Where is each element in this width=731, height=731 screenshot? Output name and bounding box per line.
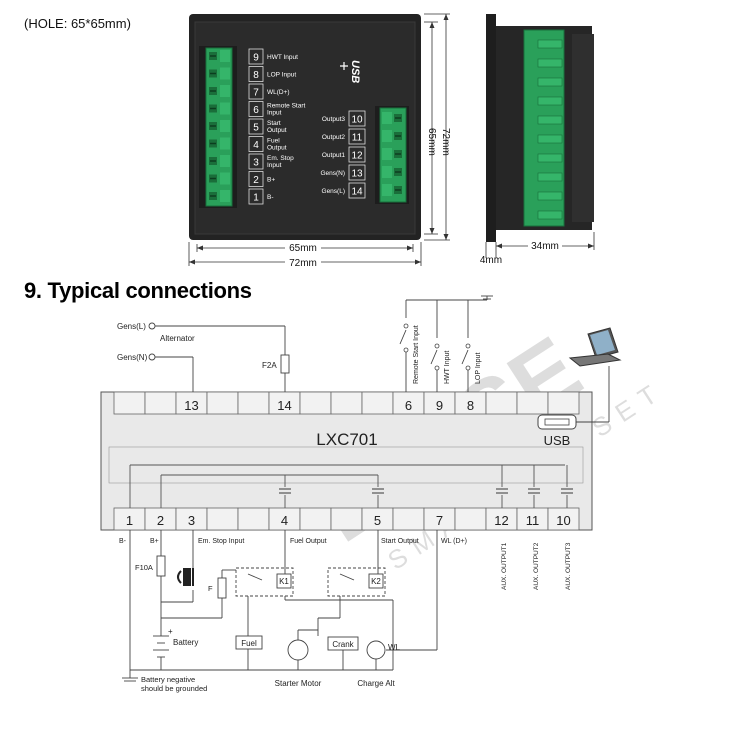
bottom-terminal-7: 7 <box>436 513 443 528</box>
top-terminal-14: 14 <box>277 398 291 413</box>
bottom-terminal-10: 10 <box>556 513 570 528</box>
dim-width-inner: 65mm <box>289 243 317 254</box>
front-terminal-10-label: Output3 <box>322 116 346 123</box>
dim-height-outer: 72mm <box>440 128 451 156</box>
starter-motor-label: Starter Motor <box>275 679 322 688</box>
aux-output2-label: AUX. OUTPUT2 <box>533 542 540 590</box>
fuse-f2a-label: F2A <box>262 361 277 370</box>
front-terminal-14-label: Gens(L) <box>322 188 345 195</box>
bottom-terminal-1: 1 <box>126 513 133 528</box>
front-terminal-5-number: 5 <box>253 123 259 134</box>
front-terminal-8-label: LOP Input <box>267 72 296 79</box>
top-terminal-6: 6 <box>405 398 412 413</box>
alternator-label: Alternator <box>160 334 195 343</box>
svg-text:+: + <box>168 627 173 636</box>
bottom-terminal-3: 3 <box>188 513 195 528</box>
bottom-terminal-11: 11 <box>526 513 540 528</box>
aux-output1-label: AUX. OUTPUT1 <box>501 542 508 590</box>
front-terminal-7-number: 7 <box>253 88 259 99</box>
laptop-icon <box>568 327 622 367</box>
front-terminal-14-number: 14 <box>351 187 363 198</box>
fuel-output-label: Fuel Output <box>290 538 327 545</box>
gens-n-label: Gens(N) <box>117 353 148 362</box>
front-terminal-13-number: 13 <box>351 169 363 180</box>
b-minus-label: B- <box>119 538 127 545</box>
dim-width-outer: 72mm <box>289 258 317 269</box>
front-terminal-10-number: 10 <box>351 115 363 126</box>
gens-l-label: Gens(L) <box>117 322 146 331</box>
bottom-terminal-5: 5 <box>374 513 381 528</box>
front-terminal-1-number: 1 <box>253 193 259 204</box>
bottom-terminal-12: 12 <box>494 513 508 528</box>
wl-lamp-label: WL <box>388 643 401 652</box>
fuse-f10a-label: F10A <box>135 563 153 572</box>
top-terminal-9: 9 <box>436 398 443 413</box>
top-terminal-13: 13 <box>184 398 198 413</box>
relay-k1-label: K1 <box>279 577 289 586</box>
em-stop-button-icon <box>177 568 194 586</box>
usb-port-label: USB <box>544 433 571 448</box>
bottom-terminal-2: 2 <box>157 513 164 528</box>
fuel-solenoid-label: Fuel <box>241 639 257 648</box>
start-output-label: Start Output <box>381 538 419 545</box>
right-terminal-screws <box>382 112 402 196</box>
left-terminal-labels: 9 HWT Input 8 LOP Input 7 WL(D+) 6 Remote Start… <box>248 48 305 205</box>
usb-port[interactable] <box>537 414 577 430</box>
crank-label: Crank <box>332 640 354 649</box>
front-terminal-13-label: Gens(N) <box>320 170 345 177</box>
em-stop-input-label: Em. Stop Input <box>198 538 244 545</box>
relay-k2-label: K2 <box>371 577 381 586</box>
ground-note-line2: should be grounded <box>141 684 207 693</box>
front-terminal-7-label: WL(D+) <box>267 89 290 96</box>
ground-note-line1: Battery negative <box>141 675 195 684</box>
side-view-panel <box>486 14 594 242</box>
front-view-panel: 9 HWT Input 8 LOP Input 7 WL(D+) 6 Remote Start… <box>189 14 421 240</box>
charge-alt-label: Charge Alt <box>357 679 395 688</box>
dim-height-inner: 65mm <box>426 128 437 156</box>
side-flange <box>486 14 496 242</box>
front-terminal-12-label: Output1 <box>322 152 346 159</box>
wl-label: WL (D+) <box>441 538 467 545</box>
front-terminal-12-number: 12 <box>351 151 363 162</box>
front-terminal-11-number: 11 <box>352 133 363 144</box>
left-terminal-screws <box>209 50 230 202</box>
bottom-terminal-4: 4 <box>281 513 288 528</box>
usb-logo: USB <box>340 60 361 83</box>
front-terminal-11-label: Output2 <box>322 134 346 141</box>
aux-output3-label: AUX. OUTPUT3 <box>565 542 572 590</box>
remote-start-input-label: Remote Start Input <box>413 325 420 384</box>
front-terminal-3-number: 3 <box>253 158 259 169</box>
top-terminal-row: 13 14 6 9 8 <box>113 391 580 415</box>
front-terminal-9-number: 9 <box>253 53 259 64</box>
front-terminal-1-label: B- <box>267 194 274 201</box>
lop-input-label: LOP Input <box>475 353 482 384</box>
dim-flange: 4mm <box>480 255 502 266</box>
dim-depth: 34mm <box>531 241 559 252</box>
section-heading: 9. Typical connections <box>24 278 252 303</box>
b-plus-label: B+ <box>150 538 159 545</box>
front-terminal-4-number: 4 <box>253 140 259 151</box>
front-terminal-9-label: HWT Input <box>267 54 298 61</box>
hwt-input-label: HWT Input <box>444 351 451 384</box>
front-terminal-6-number: 6 <box>253 105 259 116</box>
right-terminal-labels: 10 Output3 11 Output2 12 Output1 13 Gens(N) 14 Ge… <box>320 110 366 199</box>
front-terminal-2-number: 2 <box>253 175 259 186</box>
front-terminal-2-label: B+ <box>267 177 275 184</box>
hole-size-label: (HOLE: 65*65mm) <box>24 16 131 31</box>
fuse-f-label: F <box>208 584 213 593</box>
battery-label: Battery <box>173 638 198 647</box>
top-terminal-8: 8 <box>467 398 474 413</box>
usb-logo-text: USB <box>349 60 361 83</box>
controller-name: LXC701 <box>316 430 377 449</box>
front-terminal-8-number: 8 <box>253 70 259 81</box>
